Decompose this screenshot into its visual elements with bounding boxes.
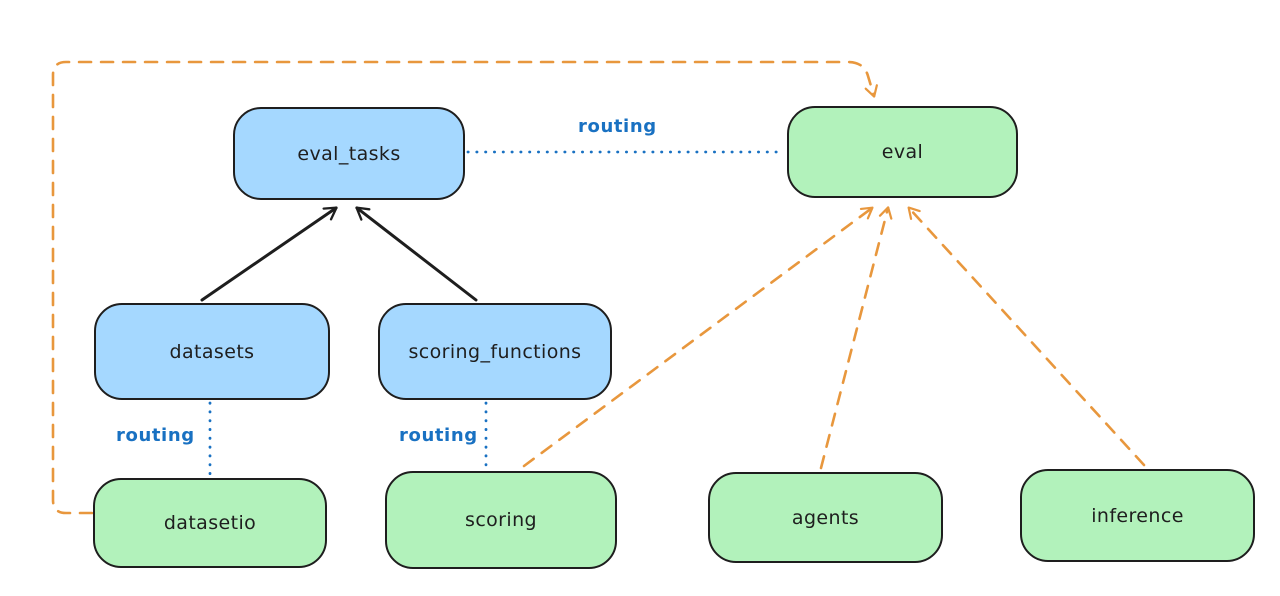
node-datasets: datasets <box>94 303 330 400</box>
node-agents: agents <box>708 472 943 563</box>
node-inference-label: inference <box>1091 504 1184 527</box>
node-scoring-functions-label: scoring_functions <box>408 340 582 363</box>
node-scoring: scoring <box>385 471 617 569</box>
node-eval-tasks-label: eval_tasks <box>297 142 401 165</box>
node-datasetio: datasetio <box>93 478 327 568</box>
routing-label-eval-tasks-eval: routing <box>578 116 657 137</box>
node-inference: inference <box>1020 469 1255 562</box>
edge-scoring-to-eval <box>522 206 874 468</box>
edge-datasets-to-eval_tasks <box>200 206 338 302</box>
node-eval-tasks: eval_tasks <box>233 107 465 200</box>
edge-agents-to-eval <box>819 206 893 470</box>
node-datasetio-label: datasetio <box>163 512 257 534</box>
node-eval-label: eval <box>881 141 924 163</box>
edge-scoring_functions-to-eval_tasks <box>355 206 478 302</box>
node-scoring-label: scoring <box>465 509 537 531</box>
routing-label-datasets-datasetio: routing <box>116 425 195 446</box>
node-datasets-label: datasets <box>169 340 255 363</box>
edge-inference-to-eval <box>907 206 1146 467</box>
node-eval: eval <box>787 106 1018 198</box>
node-agents-label: agents <box>791 506 860 529</box>
node-scoring-functions: scoring_functions <box>378 303 612 400</box>
routing-label-scoring-functions-scoring: routing <box>399 425 478 446</box>
